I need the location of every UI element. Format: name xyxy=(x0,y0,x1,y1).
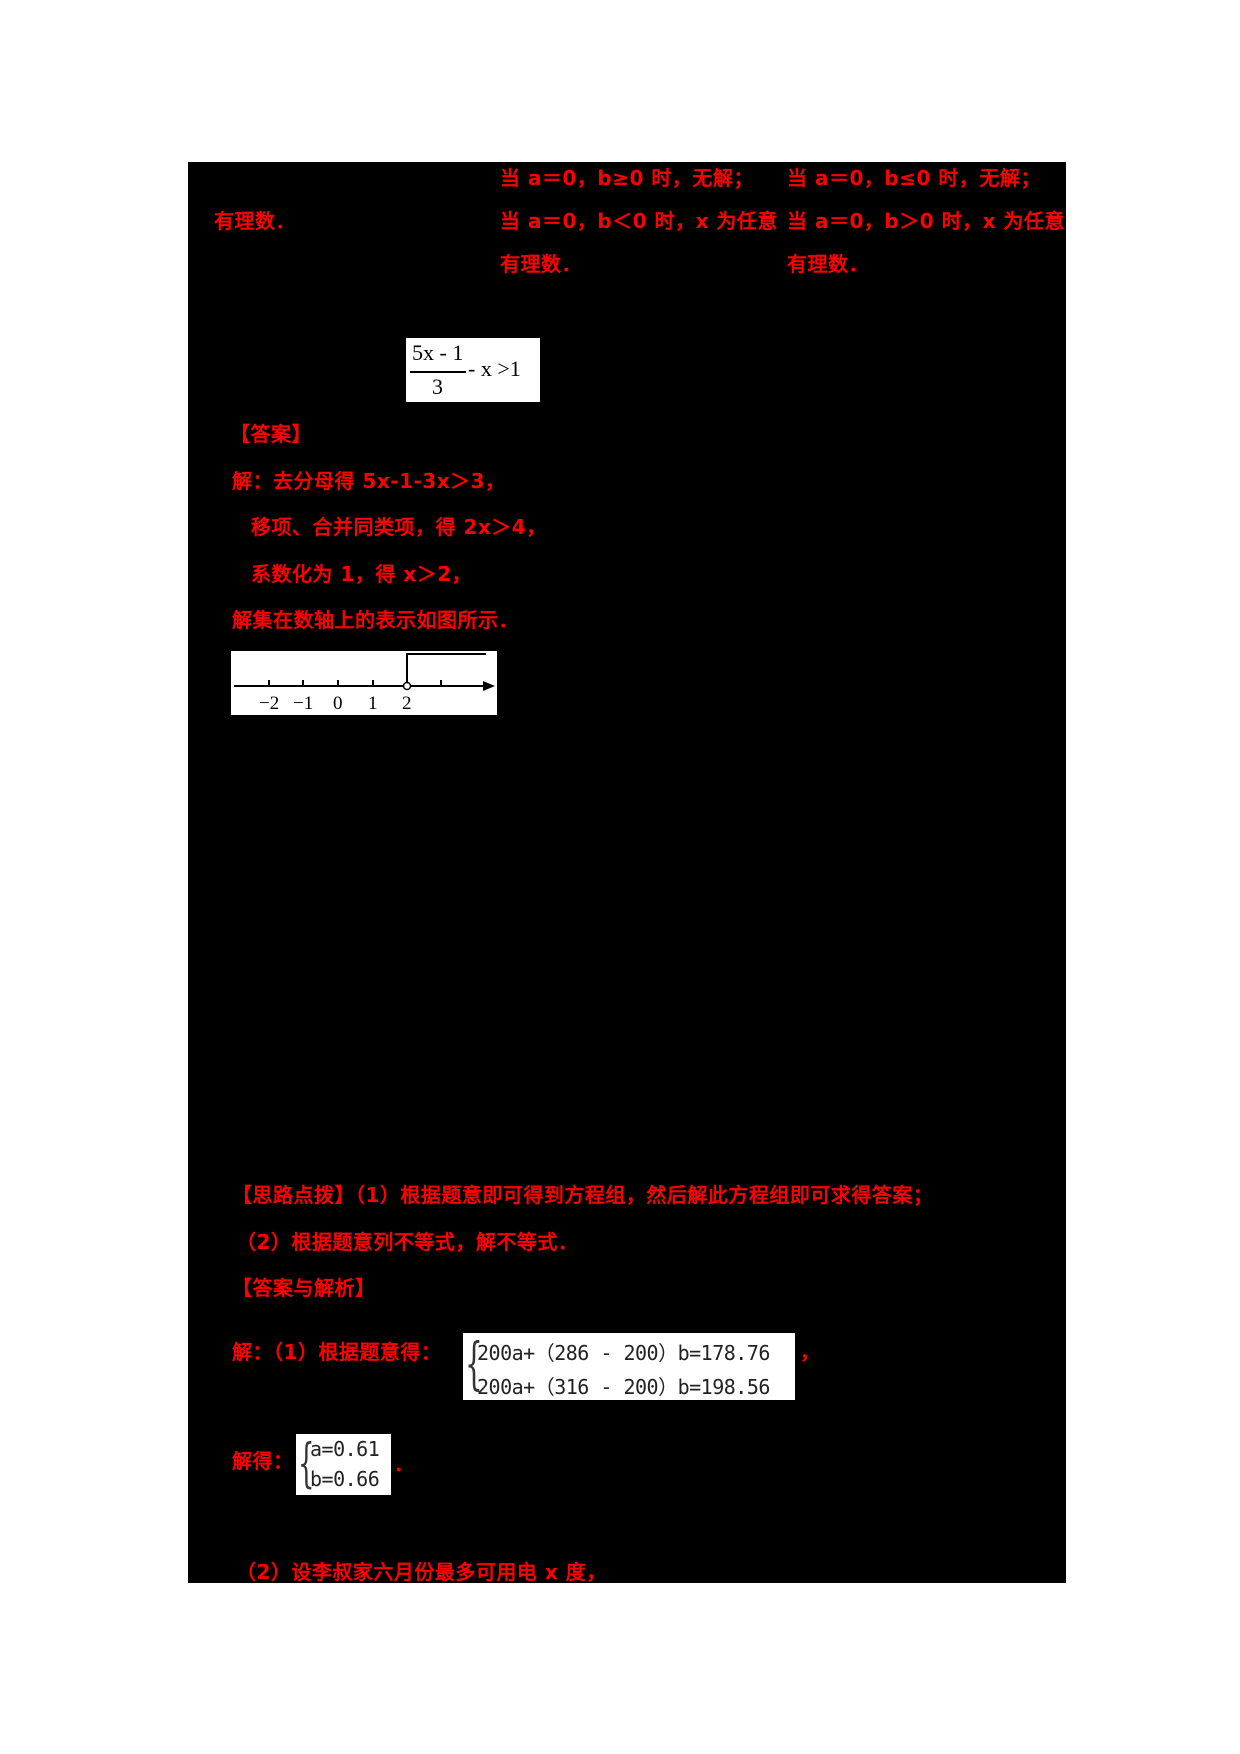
case-text: 当 a＝0，b＜0 时，x 为任意 xyxy=(500,209,778,233)
answer-step: 解集在数轴上的表示如图所示． xyxy=(232,608,519,632)
brace-icon: { xyxy=(298,1434,315,1494)
solution-values: { a=0.61 b=0.66 xyxy=(296,1434,391,1495)
hint-line: （2）根据题意列不等式，解不等式． xyxy=(236,1230,579,1254)
svg-text:−2: −2 xyxy=(259,693,279,714)
punctuation: ， xyxy=(800,1340,821,1364)
solution-value: a=0.61 xyxy=(310,1437,380,1461)
solved-label: 解得： xyxy=(232,1449,294,1473)
case-text: 当 a＝0，b≤0 时，无解； xyxy=(787,166,1041,190)
formula-rest: - x >1 xyxy=(468,356,521,381)
solution-heading: 【答案与解析】 xyxy=(232,1276,376,1300)
table-cell-text: 有理数． xyxy=(214,209,296,233)
svg-text:2: 2 xyxy=(402,693,412,714)
case-text: 有理数． xyxy=(500,252,582,276)
punctuation: ． xyxy=(394,1452,415,1476)
answer-step: 系数化为 1，得 x＞2， xyxy=(251,562,473,586)
hint-line: 【思路点拨】（1）根据题意即可得到方程组，然后解此方程组即可求得答案； xyxy=(232,1183,934,1207)
solution-label: 解：（1）根据题意得： xyxy=(232,1340,442,1364)
number-line-figure: −2 −1 0 1 2 xyxy=(231,651,497,715)
brace-icon: { xyxy=(465,1332,483,1397)
svg-text:1: 1 xyxy=(368,693,378,714)
fraction-bar xyxy=(410,371,466,373)
formula-denominator: 3 xyxy=(432,374,443,399)
answer-step: 移项、合并同类项，得 2x＞4， xyxy=(251,515,547,539)
formula-numerator: 5x - 1 xyxy=(412,340,464,365)
equation-line: 200a+（286 - 200）b=178.76 xyxy=(477,1341,770,1365)
equation-system: { 200a+（286 - 200）b=178.76 200a+（316 - 2… xyxy=(463,1333,795,1400)
case-text: 有理数． xyxy=(787,252,869,276)
solution-part2: （2）设李叔家六月份最多可用电 x 度， xyxy=(236,1560,607,1584)
svg-text:0: 0 xyxy=(333,693,343,714)
equation-line: 200a+（316 - 200）b=198.56 xyxy=(477,1375,770,1399)
inequality-formula: 5x - 1 3 - x >1 xyxy=(406,338,540,402)
case-text: 当 a＝0，b＞0 时，x 为任意 xyxy=(787,209,1065,233)
svg-text:−1: −1 xyxy=(293,693,313,714)
case-text: 当 a＝0，b≥0 时，无解； xyxy=(500,166,754,190)
answer-step: 解：去分母得 5x-1-3x＞3， xyxy=(232,469,506,493)
answer-heading: 【答案】 xyxy=(230,422,312,446)
solution-value: b=0.66 xyxy=(310,1467,380,1491)
